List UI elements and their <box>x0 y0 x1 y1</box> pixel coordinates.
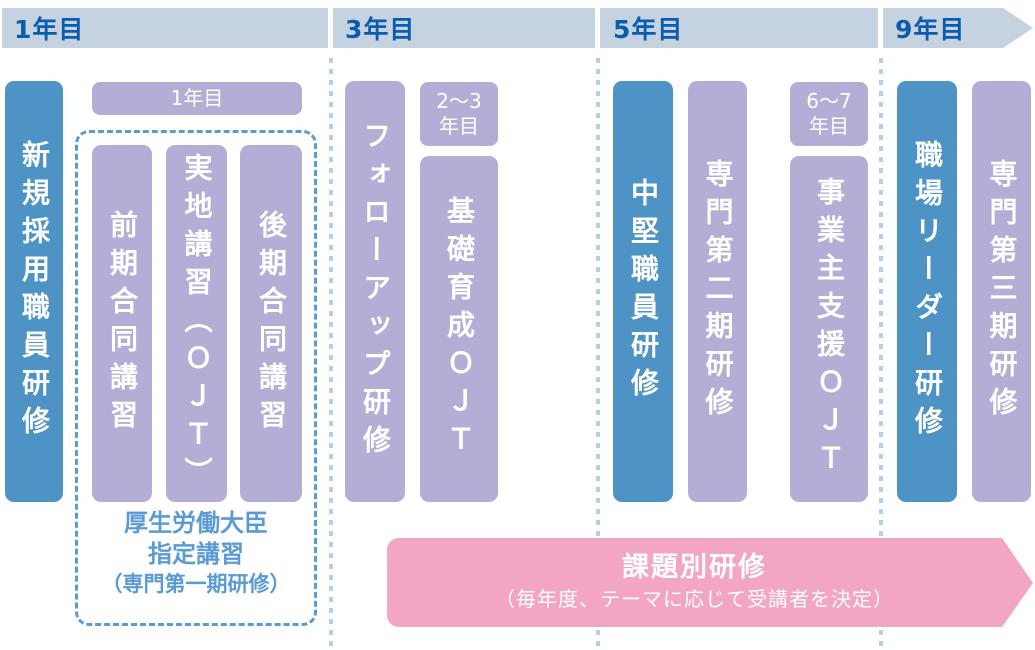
bar-chuken-training: 中堅職員研修 <box>613 81 673 502</box>
bar-jigyounushi-shien-ojt: 事業主支援ＯＪＴ <box>790 156 868 502</box>
chip-year6-7-line2: 年目 <box>809 114 849 138</box>
bar-new-employee-training: 新規採用職員研修 <box>5 81 63 502</box>
dotted-separator-2 <box>596 58 600 646</box>
bar-followup-training: フォローアップ研修 <box>345 81 405 502</box>
kadaibetsu-banner-arrow-tip <box>1002 538 1033 627</box>
bar-jicchi-koushuu-ojt: 実地講習（ＯＪＴ） <box>166 145 227 502</box>
timeline-band-arrow-tip <box>1003 8 1033 48</box>
bar-senmon-third-training: 専門第三期研修 <box>972 81 1031 502</box>
bar-kiso-ikusei-ojt: 基礎育成ＯＪＴ <box>420 156 498 502</box>
year-label-3: 3年目 <box>345 15 416 44</box>
band-separator-2 <box>595 8 600 48</box>
minister-designated-caption: 厚生労働大臣 指定講習 （専門第一期研修） <box>78 508 314 599</box>
dotted-separator-3 <box>879 58 883 646</box>
bar-leader-training: 職場リーダー研修 <box>897 81 957 502</box>
chip-year1: 1年目 <box>92 82 302 115</box>
chip-year2-3-line1: 2～3 <box>436 89 482 113</box>
band-separator-1 <box>328 8 333 48</box>
bar-zenki-goudou-koushuu: 前期合同講習 <box>92 145 152 502</box>
chip-year2-3: 2～3 年目 <box>420 82 498 146</box>
kadaibetsu-training-banner: 課題別研修 （毎年度、テーマに応じて受講者を決定） <box>387 538 1002 627</box>
year-label-5: 5年目 <box>613 15 684 44</box>
year-label-1: 1年目 <box>14 15 85 44</box>
timeline-band <box>2 8 1003 48</box>
banner-subtitle: （毎年度、テーマに応じて受講者を決定） <box>495 586 894 611</box>
caption-line-3: （専門第一期研修） <box>101 572 291 597</box>
dotted-separator-1 <box>329 58 333 646</box>
chip-year6-7-line1: 6～7 <box>806 89 852 113</box>
chip-year6-7: 6～7 年目 <box>790 82 868 146</box>
caption-line-2: 指定講習 <box>148 540 244 569</box>
banner-title: 課題別研修 <box>622 552 767 584</box>
year-label-9: 9年目 <box>895 15 966 44</box>
caption-line-1: 厚生労働大臣 <box>124 509 268 537</box>
minister-designated-group-box <box>75 130 317 626</box>
chip-year2-3-line2: 年目 <box>439 114 479 138</box>
bar-kouki-goudou-koushuu: 後期合同講習 <box>240 145 302 502</box>
bar-senmon-second-training: 専門第二期研修 <box>688 81 747 502</box>
band-separator-3 <box>878 8 883 48</box>
